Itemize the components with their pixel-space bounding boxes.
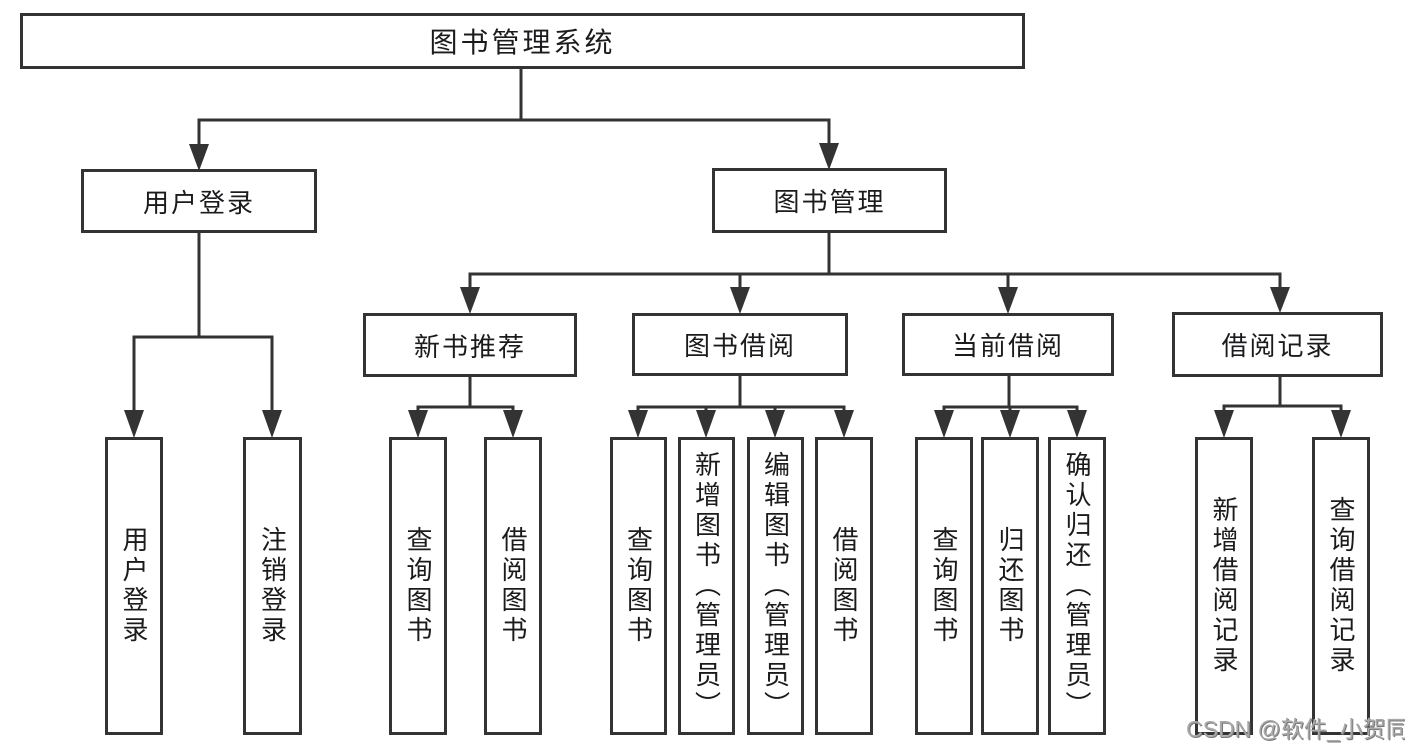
node-new-book-recommend: 新书推荐 xyxy=(363,313,577,377)
leaf-borrow-books-recommend: 借阅图书 xyxy=(484,437,542,735)
leaf-borrow-books-label: 借阅图书 xyxy=(829,526,859,646)
leaf-add-books-admin-label: 新增图书（管理员） xyxy=(691,451,722,721)
leaf-borrow-books-recommend-label: 借阅图书 xyxy=(498,526,528,646)
node-current-borrow: 当前借阅 xyxy=(902,313,1114,376)
leaf-confirm-return-admin: 确认归还（管理员） xyxy=(1048,437,1106,735)
leaf-confirm-return-admin-label: 确认归还（管理员） xyxy=(1062,451,1092,721)
node-borrow-records: 借阅记录 xyxy=(1172,312,1383,377)
leaf-add-borrow-record-label: 新增借阅记录 xyxy=(1209,496,1239,676)
leaf-query-books-current-label: 查询图书 xyxy=(929,526,959,646)
node-root-library-system: 图书管理系统 xyxy=(20,13,1025,69)
node-borrow-records-label: 借阅记录 xyxy=(1221,331,1334,361)
leaf-return-books-label: 归还图书 xyxy=(995,526,1025,646)
leaf-user-login: 用户登录 xyxy=(105,437,163,735)
leaf-add-books-admin: 新增图书（管理员） xyxy=(678,437,735,735)
node-book-management: 图书管理 xyxy=(712,168,947,233)
node-user-login: 用户登录 xyxy=(81,169,317,233)
node-user-login-label: 用户登录 xyxy=(142,187,255,218)
leaf-query-books-recommend-label: 查询图书 xyxy=(403,526,433,646)
leaf-return-books: 归还图书 xyxy=(981,437,1039,735)
node-root-label: 图书管理系统 xyxy=(429,27,616,58)
leaf-edit-books-admin: 编辑图书（管理员） xyxy=(747,437,804,735)
leaf-query-books-borrow: 查询图书 xyxy=(610,437,667,735)
node-current-borrow-label: 当前借阅 xyxy=(951,331,1064,361)
node-book-management-label: 图书管理 xyxy=(773,187,886,217)
node-book-borrow: 图书借阅 xyxy=(632,313,848,376)
leaf-borrow-books: 借阅图书 xyxy=(815,437,873,735)
node-book-borrow-label: 图书借阅 xyxy=(683,331,796,361)
leaf-logout: 注销登录 xyxy=(243,437,302,735)
leaf-query-books-current: 查询图书 xyxy=(915,437,973,735)
leaf-logout-label: 注销登录 xyxy=(257,526,288,646)
leaf-query-borrow-record-label: 查询借阅记录 xyxy=(1326,496,1356,676)
leaf-add-borrow-record: 新增借阅记录 xyxy=(1195,437,1253,735)
leaf-edit-books-admin-label: 编辑图书（管理员） xyxy=(760,451,791,721)
csdn-watermark: CSDN @软件_小贺同学 xyxy=(1186,716,1405,742)
leaf-user-login-label: 用户登录 xyxy=(119,526,149,646)
leaf-query-books-recommend: 查询图书 xyxy=(389,437,447,735)
node-new-book-recommend-label: 新书推荐 xyxy=(413,331,526,362)
leaf-query-borrow-record: 查询借阅记录 xyxy=(1312,437,1370,735)
leaf-query-books-borrow-label: 查询图书 xyxy=(623,526,654,646)
